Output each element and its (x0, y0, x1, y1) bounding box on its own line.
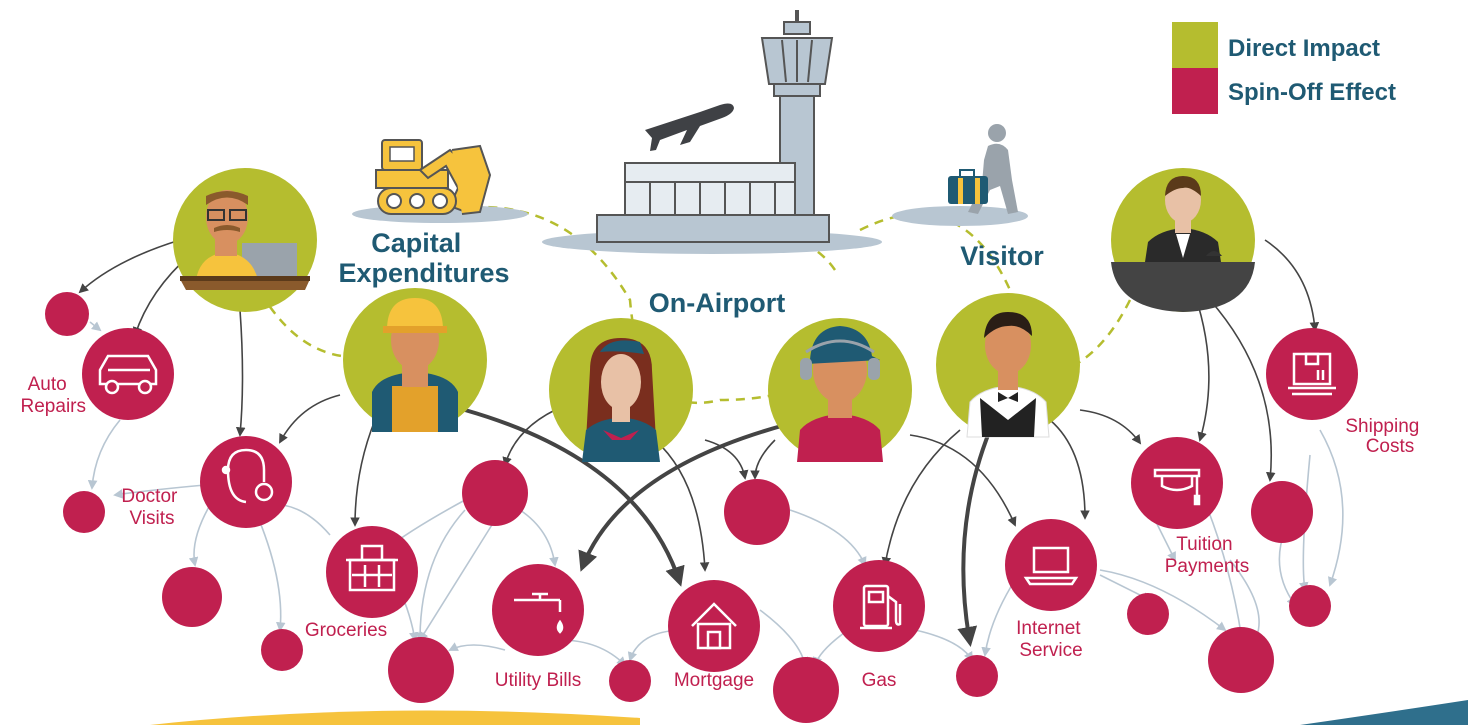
spin-dot (609, 660, 651, 702)
shipping-costs-node (1266, 328, 1358, 420)
legend-label-spin: Spin-Off Effect (1228, 79, 1396, 106)
doctor-visits-label: Doctor Visits (121, 486, 182, 529)
airport-tower-icon (542, 10, 882, 254)
legend-swatch-direct (1172, 22, 1218, 68)
spin-dot (724, 479, 790, 545)
capital-expenditures-title: Capital Expenditures (338, 228, 509, 288)
legend-swatch-spin (1172, 68, 1218, 114)
internet-service-node (1005, 519, 1097, 611)
utility-bills-label: Utility Bills (495, 670, 582, 691)
basket-icon (346, 544, 398, 592)
spin-dot (956, 655, 998, 697)
spin-dot (1251, 481, 1313, 543)
spin-dot (261, 629, 303, 671)
waiter-avatar (936, 293, 1080, 438)
shipping-costs-label: Shipping Costs (1345, 416, 1424, 457)
yellow-swoosh (150, 710, 640, 725)
tuition-payments-label: Tuition Payments (1165, 534, 1249, 577)
mortgage-node (668, 580, 760, 672)
traveler-icon (892, 124, 1028, 226)
spin-dot (45, 292, 89, 336)
package-icon (1288, 352, 1336, 396)
spin-dot (1289, 585, 1331, 627)
legend-label-direct: Direct Impact (1228, 35, 1380, 62)
airplane-icon (645, 103, 734, 151)
doctor-visits-node (200, 436, 292, 528)
blue-swoosh (1300, 700, 1468, 725)
spin-dot (1208, 627, 1274, 693)
groceries-node (326, 526, 418, 618)
ground-crew-avatar (768, 318, 912, 462)
legend: Direct Impact Spin-Off Effect (1172, 22, 1396, 114)
internet-service-label: Internet Service (1016, 618, 1086, 661)
mortgage-label: Mortgage (674, 670, 754, 691)
office-worker-avatar (173, 168, 317, 312)
bold-arrows (464, 408, 992, 647)
flight-attendant-avatar (549, 318, 693, 462)
auto-repairs-node (82, 328, 174, 420)
secondary-arrows (87, 321, 1344, 667)
spin-off-dots (45, 292, 1331, 723)
spin-dot (162, 567, 222, 627)
groceries-label: Groceries (305, 620, 387, 641)
spin-dot (462, 460, 528, 526)
graduation-cap-icon (1153, 468, 1201, 506)
house-icon (691, 602, 737, 650)
receptionist-avatar (1111, 168, 1255, 312)
laptop-icon (1023, 546, 1079, 586)
utility-bills-node (492, 564, 584, 656)
gas-pump-icon (860, 584, 902, 630)
spin-dot (1127, 593, 1169, 635)
faucet-icon (514, 592, 564, 634)
gas-node (833, 560, 925, 652)
visitor-title: Visitor (960, 241, 1044, 271)
stethoscope-icon (221, 448, 274, 504)
tuition-payments-node (1131, 437, 1223, 529)
on-airport-title: On-Airport (649, 288, 785, 318)
spin-dot (63, 491, 105, 533)
car-icon (98, 354, 158, 395)
auto-repairs-label: Auto Repairs (21, 374, 86, 417)
excavator-icon (352, 139, 528, 223)
spin-dot (388, 637, 454, 703)
gas-label: Gas (862, 670, 897, 691)
spin-dot (773, 657, 839, 723)
construction-worker-avatar (343, 288, 487, 432)
